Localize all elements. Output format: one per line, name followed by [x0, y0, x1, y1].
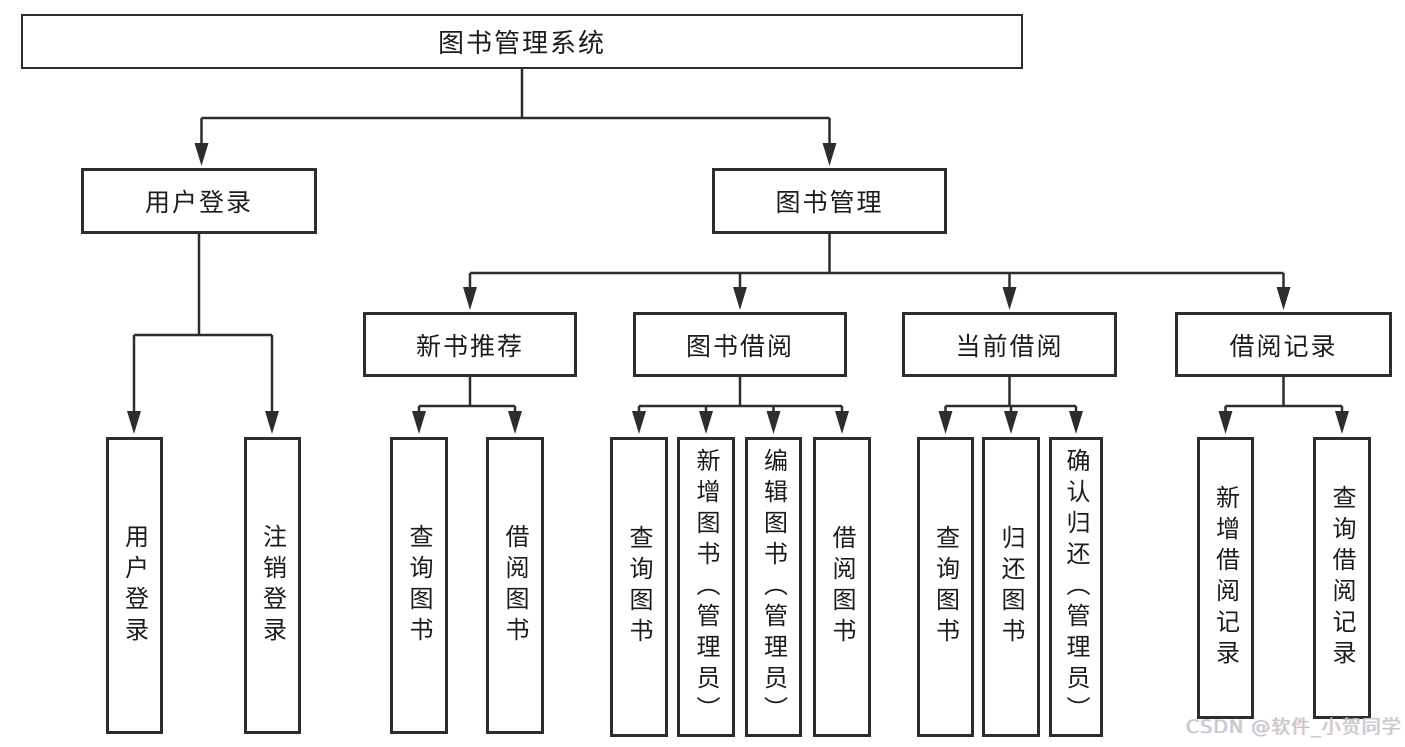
node-label: 归还图书 — [997, 525, 1025, 649]
node-label: 图书借阅 — [685, 331, 794, 361]
node-label: 查询图书 — [405, 523, 433, 648]
node-label: 借阅图书 — [501, 523, 529, 648]
leaf-br-add-borrow-record: 新增借阅记录 — [1197, 437, 1254, 719]
node-label: 用户登录 — [144, 188, 253, 217]
node-label: 确认归还（管理员） — [1062, 447, 1090, 727]
leaf-logout: 注销登录 — [244, 437, 301, 734]
leaf-bb-edit-book-admin: 编辑图书（管理员） — [745, 437, 802, 737]
node-label: 借阅记录 — [1229, 331, 1338, 361]
leaf-bb-query-books: 查询图书 — [610, 437, 668, 737]
leaf-cb-query-books: 查询图书 — [917, 437, 974, 737]
leaf-bb-borrow-books: 借阅图书 — [813, 437, 871, 737]
node-label: 新增借阅记录 — [1211, 485, 1240, 671]
node-label: 查询图书 — [625, 525, 653, 649]
leaf-cb-confirm-return-admin: 确认归还（管理员） — [1049, 437, 1103, 737]
leaf-bb-add-book-admin: 新增图书（管理员） — [677, 437, 735, 737]
node-label: 借阅图书 — [828, 525, 856, 649]
node-current-borrowing: 当前借阅 — [902, 312, 1117, 377]
leaf-user-login: 用户登录 — [106, 437, 163, 734]
node-label: 查询图书 — [931, 525, 960, 649]
node-book-borrowing: 图书借阅 — [633, 312, 847, 377]
node-label: 当前借阅 — [955, 331, 1064, 361]
leaf-nbr-borrow-books: 借阅图书 — [486, 437, 544, 734]
node-label: 新书推荐 — [415, 331, 524, 361]
node-book-management: 图书管理 — [712, 168, 947, 234]
node-label: 注销登录 — [258, 523, 287, 648]
leaf-cb-return-books: 归还图书 — [982, 437, 1040, 737]
leaf-nbr-query-books: 查询图书 — [390, 437, 448, 734]
leaf-br-query-borrow-record: 查询借阅记录 — [1313, 437, 1371, 719]
node-label: 用户登录 — [120, 523, 149, 648]
node-label: 新增图书（管理员） — [692, 447, 720, 727]
node-label: 图书管理 — [775, 188, 884, 217]
node-label: 编辑图书（管理员） — [759, 447, 788, 727]
node-user-login: 用户登录 — [81, 168, 317, 234]
node-new-book-recommendation: 新书推荐 — [363, 312, 577, 377]
node-borrowing-records: 借阅记录 — [1175, 312, 1392, 377]
watermark: CSDN @软件_小贺同学 — [1186, 716, 1402, 738]
node-label: 查询借阅记录 — [1328, 485, 1356, 671]
node-library-management-system: 图书管理系统 — [21, 14, 1023, 69]
node-label: 图书管理系统 — [437, 29, 606, 59]
